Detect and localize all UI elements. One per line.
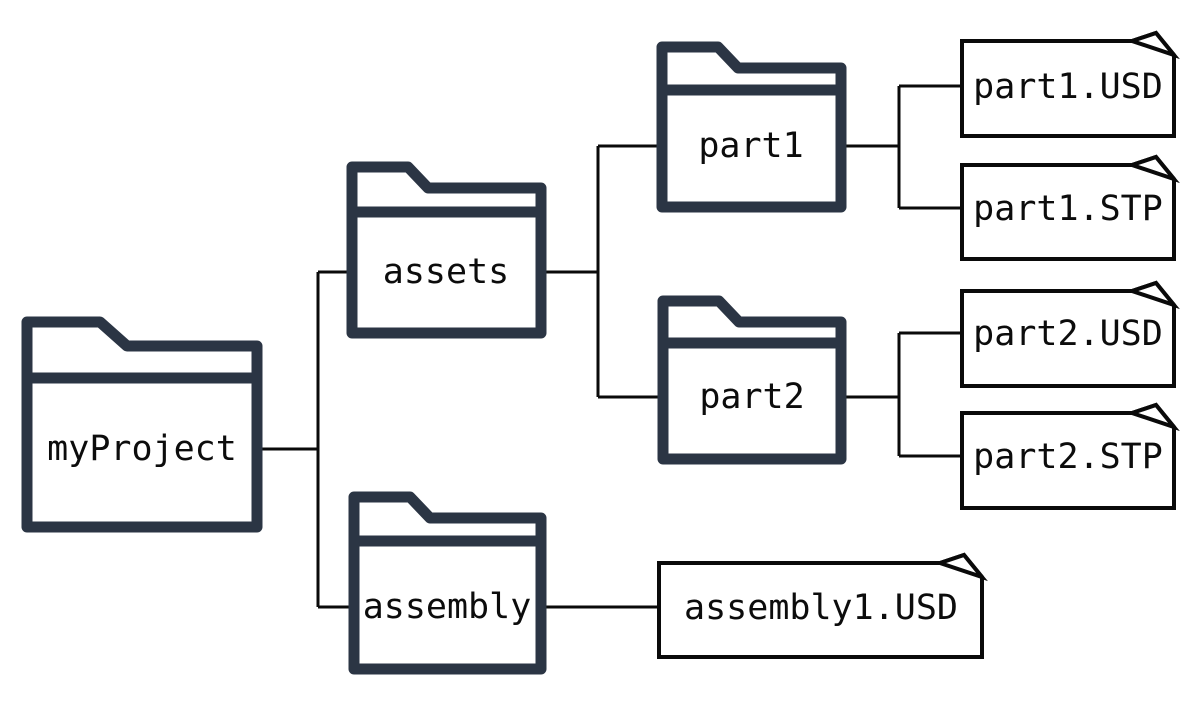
- file-part2-stp-label: part2.STP: [973, 437, 1163, 477]
- file-part2-usd-label: part2.USD: [973, 314, 1163, 354]
- folders: [21, 41, 847, 675]
- folder-myproject-shape: [21, 316, 263, 533]
- file-assembly1-usd-fold: [933, 552, 988, 582]
- files: [657, 30, 1180, 659]
- connector-part1-children: [844, 84, 962, 210]
- folder-assets-label: assets: [383, 252, 509, 292]
- file-part1-stp-fold: [1125, 154, 1180, 184]
- connectors: [262, 84, 962, 609]
- folder-part1-label: part1: [698, 126, 803, 166]
- connector-myproject-children: [262, 270, 352, 609]
- file-assembly1-usd-label: assembly1.USD: [684, 588, 958, 628]
- connector-part2-children: [844, 331, 962, 458]
- folder-assembly-label: assembly: [363, 587, 532, 627]
- file-part2-stp-fold: [1125, 402, 1180, 432]
- file-part1-stp-label: part1.STP: [973, 189, 1163, 229]
- file-part1-usd-fold: [1125, 30, 1180, 60]
- connector-assets-children: [544, 144, 661, 399]
- file-part2-usd-fold: [1125, 280, 1180, 310]
- folder-myproject-label: myProject: [47, 429, 237, 469]
- labels: myProject assets part1 part2 assembly pa…: [47, 67, 1163, 628]
- folder-part2-label: part2: [699, 377, 804, 417]
- file-part1-usd-label: part1.USD: [973, 67, 1163, 107]
- folder-assets-shape: [346, 161, 547, 339]
- folder-assembly-shape: [348, 491, 547, 675]
